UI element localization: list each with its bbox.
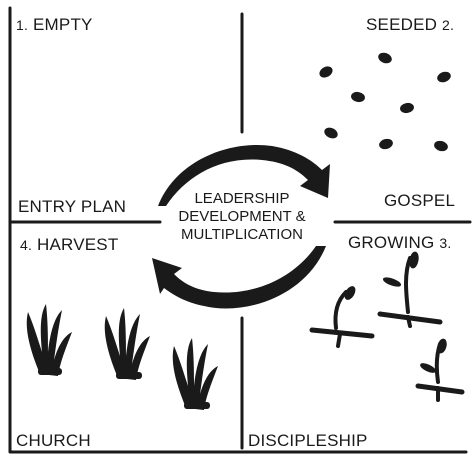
stage-label-harvest: 4. HARVEST <box>20 236 118 253</box>
sprouts <box>309 251 465 402</box>
stage-name: SEEDED <box>366 15 438 34</box>
seed-icon <box>379 138 393 150</box>
sprout-icon <box>415 338 465 402</box>
quadrant-dividers <box>8 6 472 454</box>
wheat-bundles <box>26 304 218 410</box>
top-arrow <box>158 144 330 206</box>
center-line-1: LEADERSHIP <box>194 190 290 207</box>
wheat-bundle-icon <box>172 338 218 410</box>
seed-icon <box>437 71 451 83</box>
bottom-label-gospel: GOSPEL <box>384 191 456 210</box>
center-line-3: MULTIPLICATION <box>181 226 303 243</box>
seeds <box>319 52 451 152</box>
bottom-label-church: CHURCH <box>16 431 91 450</box>
sprout-icon <box>377 251 443 328</box>
seed-icon <box>351 91 365 103</box>
seed-icon <box>378 52 392 64</box>
stage-number: 3. <box>439 235 452 251</box>
center-line-2: DEVELOPMENT & <box>178 208 306 225</box>
stage-label-growing: GROWING 3. <box>348 234 451 251</box>
bottom-label-entry-plan: ENTRY PLAN <box>18 197 127 216</box>
cycle-arrow-icon <box>152 144 330 309</box>
seed-icon <box>400 102 414 114</box>
center-label: LEADERSHIP DEVELOPMENT & MULTIPLICATION <box>158 190 326 244</box>
stage-number: 1. <box>16 17 29 33</box>
stage-number: 2. <box>442 17 455 33</box>
bottom-arrow <box>152 246 326 309</box>
stage-label-seeded: SEEDED 2. <box>366 16 454 33</box>
wheat-bundle-icon <box>104 308 150 380</box>
stage-label-empty: 1. EMPTY <box>16 16 93 33</box>
sprout-icon <box>309 286 375 348</box>
stage-number: 4. <box>20 237 33 253</box>
seed-icon <box>319 66 333 78</box>
stage-name: HARVEST <box>37 235 119 254</box>
seed-icon <box>324 127 338 139</box>
bottom-label-discipleship: DISCIPLESHIP <box>248 431 368 450</box>
seed-icon <box>434 140 448 152</box>
stage-name: GROWING <box>348 233 435 252</box>
wheat-bundle-icon <box>26 304 72 376</box>
outer-frame <box>8 6 468 454</box>
stage-name: EMPTY <box>33 15 93 34</box>
